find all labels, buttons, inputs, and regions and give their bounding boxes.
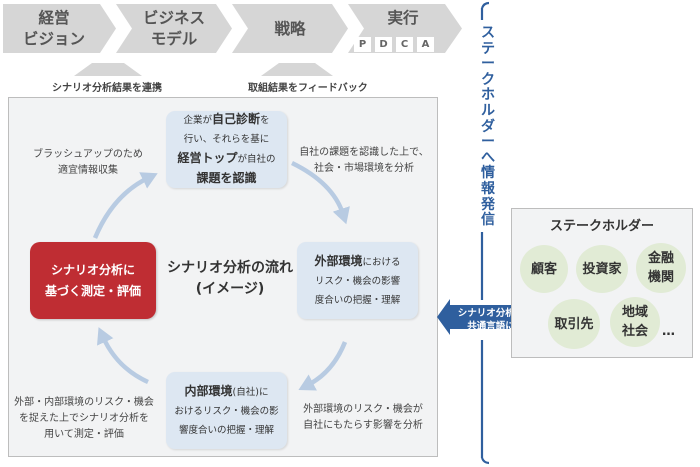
pdca-a: A <box>417 37 434 52</box>
node-measurement-evaluation: シナリオ分析に 基づく測定・評価 <box>30 242 156 319</box>
arrow-left-to-top <box>92 172 158 239</box>
note-measure-evaluate: 外部・内部環境のリスク・機会 を捉えた上でシナリオ分析を 用いて測定・評価 <box>14 397 154 440</box>
process-step-1-shape <box>3 4 116 53</box>
arrow-right-to-bottom <box>298 341 348 391</box>
node-self-diagnosis: 企業が自己診断を 行い、それらを基に 経営トップが自社の 課題を認識 <box>166 111 287 188</box>
arrow-top-to-right <box>291 160 350 225</box>
note-brush-up: ブラッシュアップのため 適宜情報収集 <box>33 149 143 176</box>
process-step-2-shape <box>116 4 232 53</box>
process-step-1: 経営 ビジョン <box>22 9 85 48</box>
note-analyze-impact: 外部環境のリスク・機会が 自社にもたらす影響を分析 <box>303 404 423 431</box>
process-step-2: ビジネス モデル <box>142 9 205 48</box>
node-external-environment: 外部環境における リスク・機会の影響 度合いの把握・理解 <box>297 242 418 319</box>
stakeholder-title: ステークホルダー <box>549 219 654 234</box>
link-result-caption: シナリオ分析結果を連携 <box>52 83 162 94</box>
pdca-p: P <box>354 37 371 52</box>
stakeholder-investors: 投資家 <box>576 245 628 293</box>
process-step-3-shape <box>232 4 348 53</box>
arrow-bottom-to-left <box>97 327 149 385</box>
feedback-caption: 取組結果をフィードバック <box>248 83 368 94</box>
stakeholder-local-community: 地域 社会 <box>610 297 660 347</box>
cycle-arrows <box>92 160 350 391</box>
process-step-4: 実行 <box>387 9 419 27</box>
process-step-3: 戦略 <box>274 20 306 38</box>
common-language-label: シナリオ分析が 共通言語に <box>457 308 525 332</box>
bracket-top <box>480 1 490 9</box>
feedback-arrow-right <box>261 63 333 76</box>
stakeholder-panel: ステークホルダー 顧客 投資家 金融 機関 取引先 地域 社会 … <box>511 208 693 358</box>
common-language-arrow <box>437 299 531 335</box>
bracket-bottom <box>480 457 490 465</box>
flow-title: シナリオ分析の流れ (イメージ) <box>167 260 293 297</box>
stakeholder-business-partners: 取引先 <box>548 299 600 349</box>
disclosure-bracket <box>480 1 490 465</box>
pdca-c: C <box>396 37 413 52</box>
stakeholder-financial-institutions: 金融 機関 <box>636 243 686 293</box>
stakeholder-customers: 顧客 <box>520 245 568 293</box>
pdca-d: D <box>375 37 392 52</box>
feedback-arrow-left <box>74 63 142 76</box>
stakeholder-ellipsis: … <box>662 324 675 339</box>
stakeholder-disclosure-label: ス テ ー ク ホ ル ダ ー へ 情 報 発 信 <box>481 25 495 229</box>
node-internal-environment: 内部環境(自社)に おけるリスク・機会の影 響度合いの把握・理解 <box>166 372 287 449</box>
note-analyze-market: 自社の課題を認識した上で、 社会・市場環境を分析 <box>299 147 429 174</box>
common-language-arrow-shape <box>437 299 531 335</box>
